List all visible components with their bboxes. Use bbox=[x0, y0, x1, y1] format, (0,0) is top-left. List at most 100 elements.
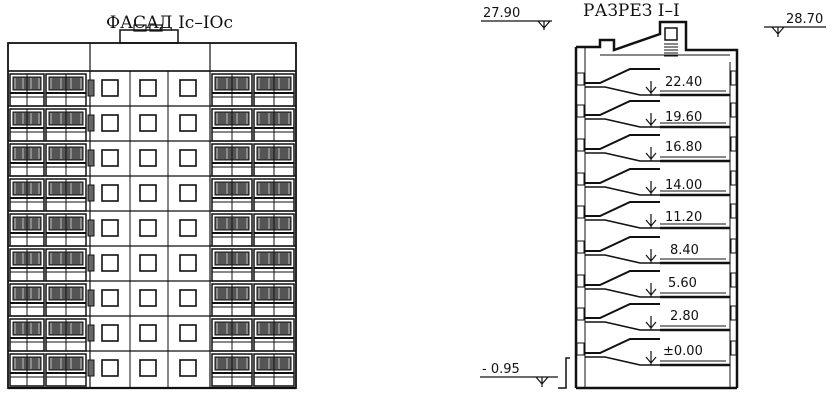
floor-level-label: 22.40 bbox=[665, 75, 702, 90]
floor-level-label: 14.00 bbox=[665, 178, 702, 193]
wall-window bbox=[730, 305, 737, 321]
facade-floor bbox=[8, 210, 296, 247]
facade-balcony bbox=[45, 143, 87, 177]
section-floor bbox=[576, 303, 737, 332]
section-drawing: РАЗРЕЗ I–I 27.90 28.70 22.40 19.6 bbox=[480, 1, 826, 390]
facade-window bbox=[179, 254, 197, 272]
stair-flight bbox=[585, 134, 660, 150]
facade-window bbox=[101, 184, 119, 202]
section-floor bbox=[576, 270, 737, 299]
stair-flight bbox=[585, 68, 660, 84]
wall-window bbox=[576, 240, 585, 254]
facade-balcony bbox=[253, 248, 295, 282]
facade-window bbox=[101, 114, 119, 132]
facade-balcony bbox=[45, 73, 87, 107]
facade-balcony bbox=[9, 108, 45, 142]
facade-floor bbox=[8, 105, 296, 142]
stair-flight bbox=[585, 303, 660, 319]
stair-flight bbox=[585, 236, 660, 252]
roof-vent bbox=[149, 24, 163, 32]
facade-window bbox=[139, 219, 157, 237]
facade-balcony bbox=[9, 178, 45, 212]
stair-flight bbox=[585, 321, 660, 331]
facade-window bbox=[179, 149, 197, 167]
facade-window bbox=[179, 324, 197, 342]
facade-window bbox=[139, 79, 157, 97]
level-arrow bbox=[645, 147, 657, 161]
stair-flight bbox=[585, 201, 660, 217]
facade-title: ФАСАД Iс–IОс bbox=[106, 13, 233, 33]
section-floor bbox=[576, 236, 737, 265]
section-floor bbox=[576, 338, 737, 367]
facade-window bbox=[101, 149, 119, 167]
wall-window bbox=[576, 72, 585, 86]
facade-balcony bbox=[45, 108, 87, 142]
level-mark-arrow bbox=[535, 376, 549, 387]
facade-window bbox=[179, 184, 197, 202]
roof-vent bbox=[133, 24, 147, 32]
facade-balcony bbox=[9, 73, 45, 107]
floor-level-label: 2.80 bbox=[670, 309, 699, 324]
facade-window bbox=[139, 114, 157, 132]
wall-window bbox=[730, 203, 737, 219]
facade-balcony bbox=[253, 108, 295, 142]
facade-balcony bbox=[253, 178, 295, 212]
stair-flight bbox=[585, 168, 660, 184]
facade-outline bbox=[7, 42, 297, 389]
facade-balcony bbox=[45, 178, 87, 212]
facade-floor bbox=[8, 315, 296, 352]
top-right-level-mark: 28.70 bbox=[786, 12, 823, 27]
facade-balcony bbox=[253, 353, 295, 387]
facade-window bbox=[139, 254, 157, 272]
level-arrow bbox=[645, 113, 657, 127]
facade-window bbox=[101, 254, 119, 272]
section-title: РАЗРЕЗ I–I bbox=[583, 1, 680, 21]
facade-balcony bbox=[9, 248, 45, 282]
facade-window bbox=[179, 289, 197, 307]
facade-window bbox=[139, 324, 157, 342]
stair-flight bbox=[585, 152, 660, 162]
wall-window bbox=[730, 170, 737, 186]
facade-window bbox=[179, 359, 197, 377]
facade-balcony bbox=[45, 318, 87, 352]
facade-balcony bbox=[211, 178, 253, 212]
stair-flight bbox=[585, 219, 660, 229]
penthouse-window bbox=[664, 27, 678, 41]
facade-balcony bbox=[211, 318, 253, 352]
facade-window bbox=[139, 359, 157, 377]
facade-balcony bbox=[253, 318, 295, 352]
facade-window bbox=[101, 289, 119, 307]
facade-balcony bbox=[211, 73, 253, 107]
level-arrow bbox=[645, 181, 657, 195]
facade-window bbox=[139, 184, 157, 202]
section-floor bbox=[576, 134, 737, 163]
facade-balcony bbox=[45, 248, 87, 282]
facade-balcony bbox=[211, 108, 253, 142]
facade-balcony bbox=[45, 283, 87, 317]
facade-balcony bbox=[253, 143, 295, 177]
facade-balcony bbox=[9, 318, 45, 352]
floor-level-label: 8.40 bbox=[670, 243, 699, 258]
facade-floor bbox=[8, 175, 296, 212]
stair-flight bbox=[585, 100, 660, 116]
facade-balcony bbox=[211, 283, 253, 317]
facade-balcony bbox=[9, 353, 45, 387]
wall-window bbox=[730, 340, 737, 356]
wall-window bbox=[576, 104, 585, 118]
facade-balcony bbox=[211, 213, 253, 247]
floor-level-label: 11.20 bbox=[665, 210, 702, 225]
section-floor bbox=[576, 100, 737, 129]
wall-window bbox=[576, 138, 585, 152]
wall-window bbox=[576, 342, 585, 356]
facade-window bbox=[101, 324, 119, 342]
wall-window bbox=[730, 70, 737, 86]
facade-window bbox=[179, 114, 197, 132]
facade-balcony bbox=[253, 213, 295, 247]
facade-window bbox=[101, 79, 119, 97]
facade-drawing: ФАСАД Iс–IОс bbox=[7, 13, 297, 390]
facade-window bbox=[179, 219, 197, 237]
level-arrow bbox=[645, 81, 657, 95]
facade-floor bbox=[8, 140, 296, 177]
facade-balcony bbox=[45, 353, 87, 387]
level-arrow bbox=[645, 283, 657, 297]
